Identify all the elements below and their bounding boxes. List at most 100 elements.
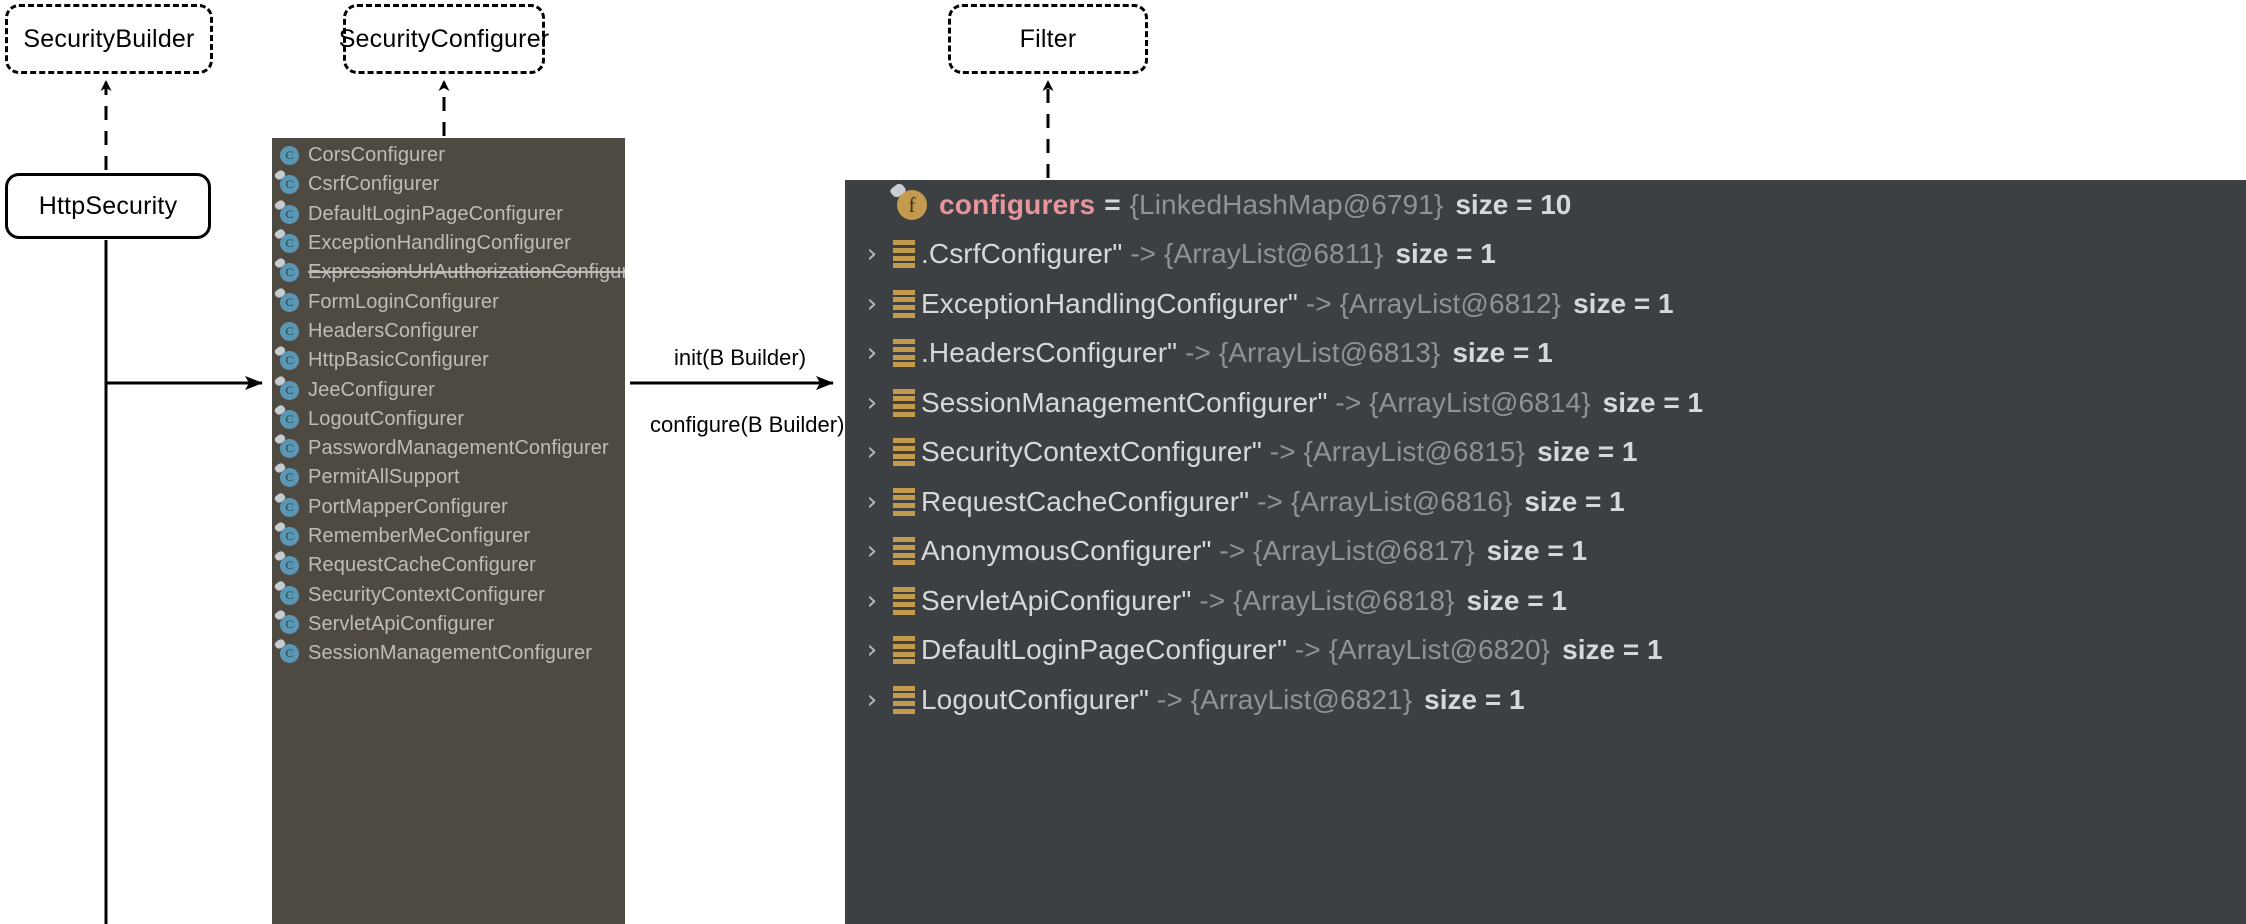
chevron-right-icon[interactable]: › <box>866 684 878 715</box>
chevron-right-icon[interactable]: › <box>866 338 878 369</box>
map-entry-icon <box>893 537 915 566</box>
debugger-entry-row[interactable]: ›AnonymousConfigurer" -> {ArrayList@6817… <box>845 527 2246 577</box>
class-icon: C <box>280 644 299 664</box>
class-list-item[interactable]: C PortMapperConfigurer <box>272 493 625 522</box>
chevron-right-icon[interactable]: › <box>866 387 878 418</box>
class-list-item[interactable]: C LogoutConfigurer <box>272 405 625 434</box>
chevron-right-icon[interactable]: › <box>866 635 878 666</box>
debugger-entry-ref: {ArrayList@6818} <box>1233 584 1455 616</box>
chevron-right-icon[interactable]: › <box>866 536 878 567</box>
map-entry-icon <box>893 685 915 714</box>
field-icon: f <box>897 189 927 220</box>
chevron-right-icon[interactable]: › <box>866 239 878 270</box>
debugger-entry-key: LogoutConfigurer" <box>921 683 1150 715</box>
class-list-item-label: HeadersConfigurer <box>308 319 479 342</box>
debugger-size-label: size = 10 <box>1455 188 1572 220</box>
class-list-item[interactable]: C SessionManagementConfigurer <box>272 639 625 668</box>
class-list-item-label: DefaultLoginPageConfigurer <box>308 202 563 225</box>
debugger-entry-key: DefaultLoginPageConfigurer" <box>921 634 1287 666</box>
class-list-item-label: SessionManagementConfigurer <box>308 642 592 665</box>
debugger-entry-row[interactable]: › .CsrfConfigurer" -> {ArrayList@6811} siz… <box>845 230 2246 280</box>
debugger-entry-row[interactable]: ›DefaultLoginPageConfigurer" -> {ArrayLi… <box>845 626 2246 676</box>
class-icon: C <box>280 497 299 517</box>
debugger-entry-ref: {ArrayList@6814} <box>1369 386 1591 418</box>
class-list-item-label: SecurityContextConfigurer <box>308 583 546 606</box>
class-icon: C <box>280 409 299 429</box>
debugger-entry-row[interactable]: › ServletApiConfigurer" -> {ArrayList@681… <box>845 576 2246 626</box>
debugger-entry-row[interactable]: ›ExceptionHandlingConfigurer" -> {ArrayL… <box>845 279 2246 329</box>
class-icon: C <box>280 468 299 488</box>
debugger-entry-key: AnonymousConfigurer" <box>921 535 1212 567</box>
debugger-entry-key: .CsrfConfigurer" <box>921 238 1123 270</box>
debugger-entry-size: size = 1 <box>1486 535 1588 567</box>
uml-box-http-security: HttpSecurity <box>5 173 211 239</box>
map-entry-icon <box>893 388 915 417</box>
map-entry-icon <box>893 339 915 368</box>
debugger-entry-arrow: -> <box>1191 584 1234 616</box>
debugger-entry-row[interactable]: ›LogoutConfigurer" -> {ArrayList@6821}si… <box>845 675 2246 725</box>
debugger-entry-ref: {ArrayList@6815} <box>1303 436 1526 468</box>
debugger-entry-key: SecurityContextConfigurer" <box>921 436 1262 468</box>
debugger-entry-arrow: -> <box>1122 238 1165 270</box>
class-list-item-label: PortMapperConfigurer <box>308 495 508 518</box>
debugger-equals-sign: = <box>1104 188 1121 220</box>
debugger-entry-arrow: -> <box>1249 485 1291 517</box>
uml-box-security-configurer-label: SecurityConfigurer <box>338 24 550 53</box>
class-list-item-label: HttpBasicConfigurer <box>308 349 489 372</box>
debugger-entry-ref: {ArrayList@6811} <box>1164 238 1384 270</box>
class-list-item-label: JeeConfigurer <box>308 378 435 401</box>
debugger-entry-size: size = 1 <box>1452 337 1553 369</box>
uml-box-security-builder: SecurityBuilder <box>5 4 213 74</box>
class-list-item[interactable]: C HttpBasicConfigurer <box>272 346 625 375</box>
class-icon: C <box>280 351 299 371</box>
class-list-item-label: CorsConfigurer <box>308 144 446 167</box>
chevron-right-icon[interactable]: › <box>866 585 878 616</box>
debugger-entry-row[interactable]: ›SecurityContextConfigurer" -> {ArrayLis… <box>845 428 2246 478</box>
class-list-item-label: LogoutConfigurer <box>308 407 465 430</box>
debugger-entry-row[interactable]: ›RequestCacheConfigurer" -> {ArrayList@6… <box>845 477 2246 527</box>
debugger-entry-arrow: -> <box>1297 287 1340 319</box>
debugger-entry-ref: {ArrayList@6816} <box>1290 485 1513 517</box>
map-entry-icon <box>893 438 915 467</box>
debugger-entry-size: size = 1 <box>1395 238 1496 270</box>
debugger-value-ref: {LinkedHashMap@6791} <box>1129 188 1444 220</box>
debugger-entry-arrow: -> <box>1149 683 1191 715</box>
chevron-right-icon[interactable]: › <box>866 288 878 319</box>
chevron-right-icon[interactable]: › <box>866 437 878 468</box>
debugger-entry-size: size = 1 <box>1466 584 1567 616</box>
chevron-right-icon[interactable]: › <box>866 486 878 517</box>
debugger-entry-arrow: -> <box>1177 337 1219 369</box>
uml-box-http-security-label: HttpSecurity <box>38 191 178 220</box>
class-icon: C <box>280 527 299 546</box>
class-icon: C <box>280 614 299 634</box>
debugger-entry-key: ServletApiConfigurer" <box>921 584 1192 616</box>
debugger-entry-row[interactable]: ›.HeadersConfigurer" -> {ArrayList@6813}… <box>845 329 2246 379</box>
uml-box-filter-label: Filter <box>1019 24 1077 53</box>
uml-box-security-configurer: SecurityConfigurer <box>339 4 549 74</box>
class-icon: C <box>280 263 299 283</box>
class-list-item[interactable]: C ServletApiConfigurer <box>272 610 625 639</box>
debugger-entry-arrow: -> <box>1211 535 1254 567</box>
class-icon: C <box>280 292 299 312</box>
class-list-item-label: ServletApiConfigurer <box>308 612 495 635</box>
debugger-entry-row[interactable]: ›SessionManagementConfigurer" -> {ArrayL… <box>845 378 2246 428</box>
uml-box-security-builder-label: SecurityBuilder <box>23 24 195 53</box>
class-icon: C <box>280 175 299 195</box>
